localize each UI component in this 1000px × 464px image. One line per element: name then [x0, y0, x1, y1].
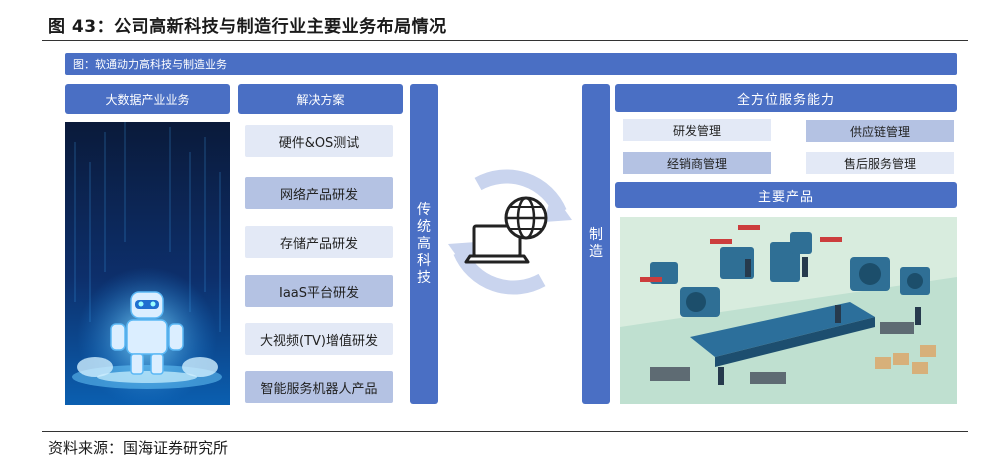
bigdata-robot-image — [65, 122, 230, 405]
solution-item-5: 大视频(TV)增值研发 — [245, 323, 393, 355]
full-service-header: 全方位服务能力 — [615, 84, 957, 112]
laptop-globe-icon — [440, 162, 580, 302]
factory-illustration — [620, 217, 957, 404]
manufacturing-label: 制造 — [589, 227, 603, 260]
traditional-tech-vertical-bar: 传统高科技 — [410, 84, 438, 404]
solution-item-1: 硬件&OS测试 — [245, 125, 393, 157]
service-item-rd-management: 研发管理 — [623, 119, 771, 141]
solution-item-6: 智能服务机器人产品 — [245, 371, 393, 403]
solution-item-2: 网络产品研发 — [245, 177, 393, 209]
traditional-tech-label: 传统高科技 — [417, 201, 431, 286]
solution-item-3: 存储产品研发 — [245, 226, 393, 258]
figure-title: 图 43：公司高新科技与制造行业主要业务布局情况 — [48, 17, 447, 37]
bigdata-header: 大数据产业业务 — [65, 84, 230, 114]
manufacturing-vertical-bar: 制造 — [582, 84, 610, 404]
service-item-after-sales: 售后服务管理 — [806, 152, 954, 174]
service-item-supply-chain: 供应链管理 — [806, 120, 954, 142]
top-rule — [42, 40, 968, 41]
service-item-dealer-management: 经销商管理 — [623, 152, 771, 174]
source-note: 资料来源：国海证券研究所 — [48, 439, 229, 457]
solution-item-4: IaaS平台研发 — [245, 275, 393, 307]
main-products-header: 主要产品 — [615, 182, 957, 208]
diagram-subtitle-bar: 图：软通动力高科技与制造业务 — [65, 53, 957, 75]
bottom-rule — [42, 431, 968, 432]
solutions-header: 解决方案 — [238, 84, 403, 114]
